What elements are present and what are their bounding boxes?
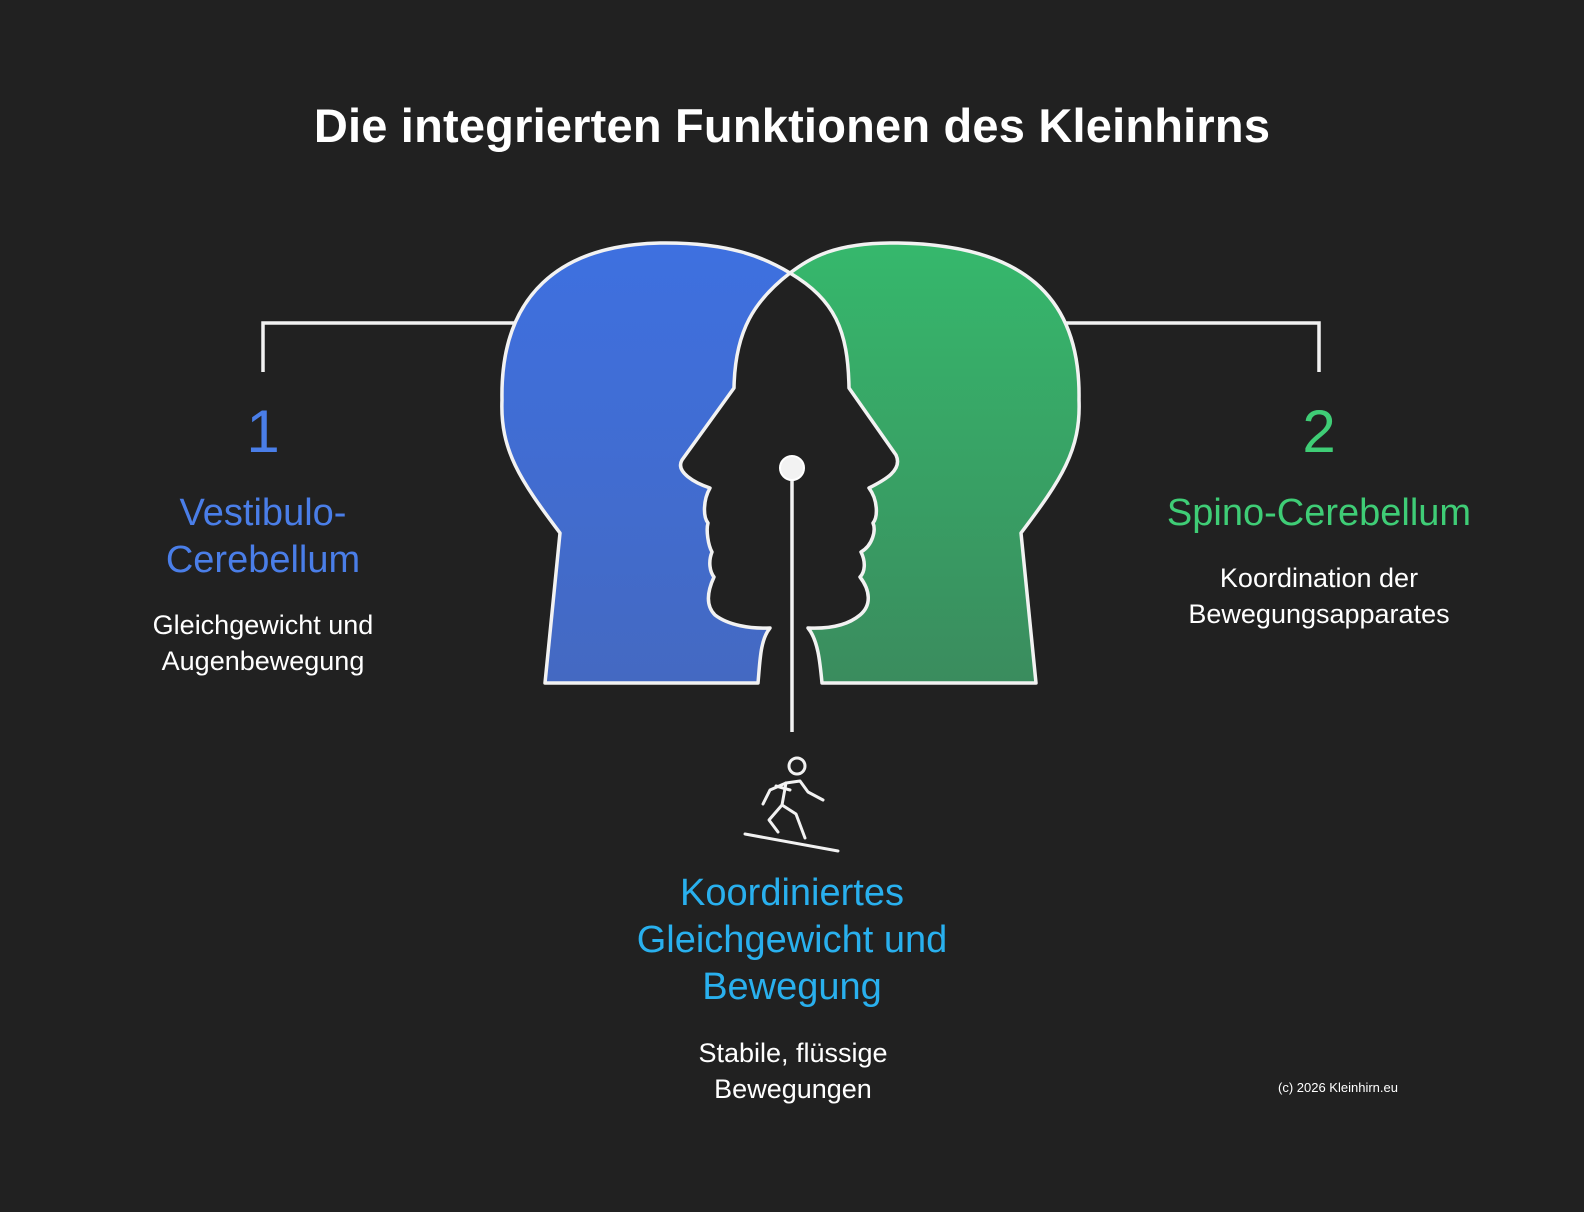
combined-function-description: Stabile, flüssige Bewegungen (698, 1038, 888, 1104)
left-connector-line (261, 321, 520, 372)
combined-function-heading: Koordiniertes Gleichgewicht und Bewegung (636, 872, 948, 1008)
spino-cerebellum-description: Koordination der Bewegungsapparates (1188, 563, 1450, 629)
right-connector-line (1058, 321, 1321, 372)
vestibulo-cerebellum-description: Gleichgewicht und Augenbewegung (152, 610, 374, 676)
section-number-1: 1 (246, 398, 280, 465)
spino-cerebellum-heading: Spino-Cerebellum (1166, 492, 1472, 534)
left-head-shape (500, 241, 792, 685)
vestibulo-cerebellum-heading: Vestibulo-Cerebellum (165, 492, 361, 581)
section-number-2: 2 (1302, 398, 1336, 465)
walking-person-icon (743, 756, 840, 853)
center-dot (779, 455, 805, 481)
page-title: Die integrierten Funktionen des Kleinhir… (313, 99, 1271, 152)
right-head-shape (788, 241, 1081, 685)
copyright-notice: (c) 2026 Kleinhirn.eu (1278, 1080, 1398, 1095)
